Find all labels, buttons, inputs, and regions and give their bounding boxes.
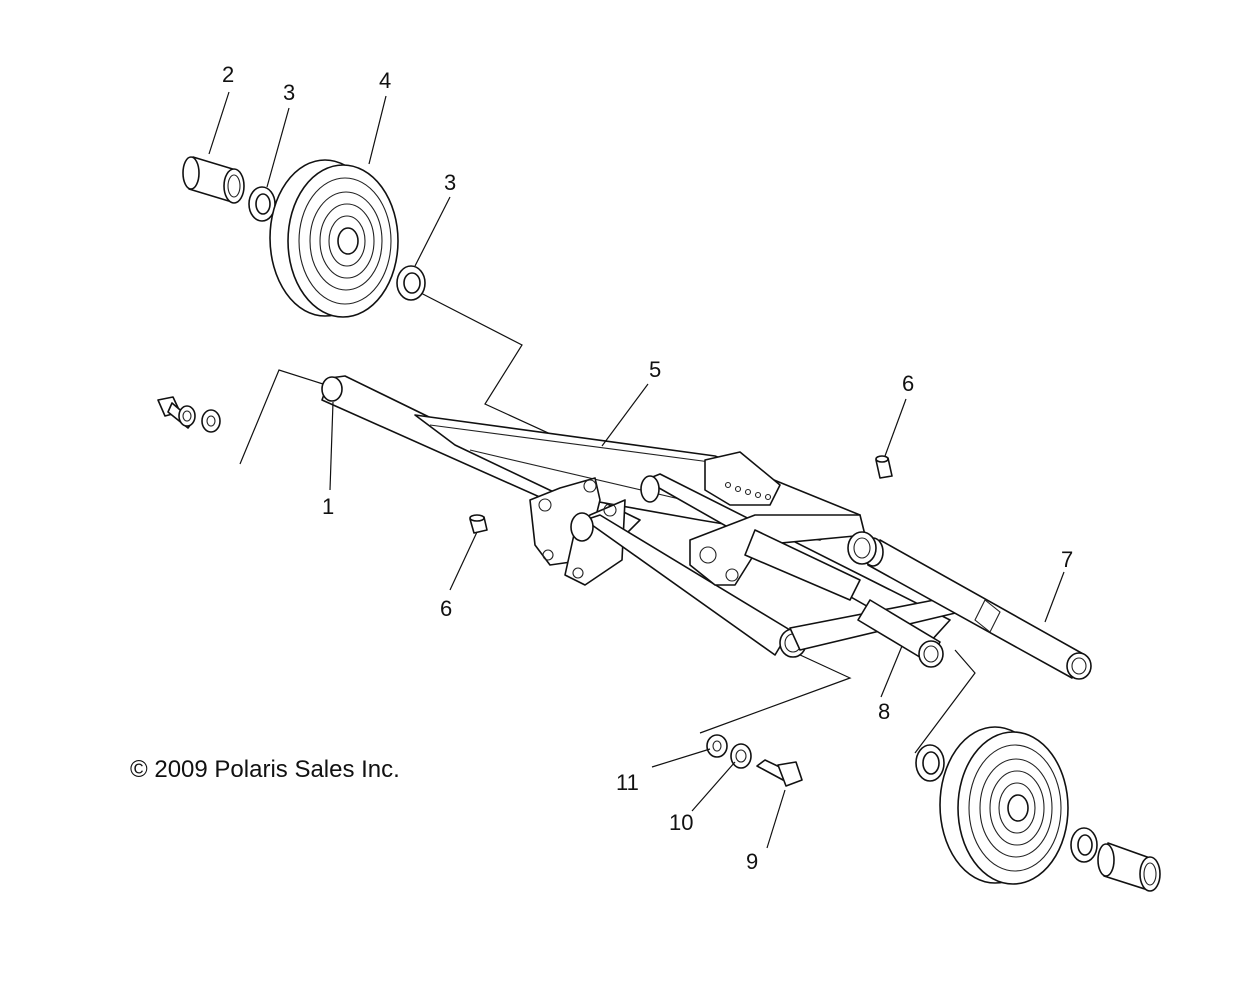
spacer-lower [1097,842,1161,892]
callout-10: 10 [669,810,693,835]
callout-3: 3 [444,170,456,195]
rear-arm-frame [321,375,1092,680]
callout-4: 4 [379,68,391,93]
upper-rear-bracket [704,451,781,506]
callout-5: 5 [649,357,661,382]
assembly-line-lower-wheel [914,649,976,754]
grease-fitting-left [469,514,488,534]
washer-10 [730,743,752,769]
washer-upper-right [396,265,426,301]
callouts: 2 3 4 3 5 6 1 6 7 8 11 10 9 [222,62,1073,874]
callout-6: 6 [440,596,452,621]
callout-11: 11 [616,770,639,795]
callout-3: 3 [283,80,295,105]
grease-fitting-right [875,455,893,479]
callout-8: 8 [878,699,890,724]
callout-1: 1 [322,494,334,519]
idler-wheel-upper [269,159,399,318]
washer-lower-right [1070,827,1098,863]
callout-leaders [208,91,1065,849]
assembly-line-lower-bolt [699,647,852,734]
washer-11 [706,734,728,758]
callout-9: 9 [746,849,758,874]
idler-wheel-lower [939,726,1069,885]
callout-7: 7 [1061,547,1073,572]
bolt-left-assembly [157,396,221,433]
washer-lower-left [915,744,945,782]
spacer-upper [182,156,245,204]
copyright-notice: © 2009 Polaris Sales Inc. [130,756,400,783]
bolt-9 [756,759,803,787]
washer-upper-left [248,186,276,222]
assembly-line-left-bolt [239,369,324,465]
callout-2: 2 [222,62,234,87]
callout-6: 6 [902,371,914,396]
